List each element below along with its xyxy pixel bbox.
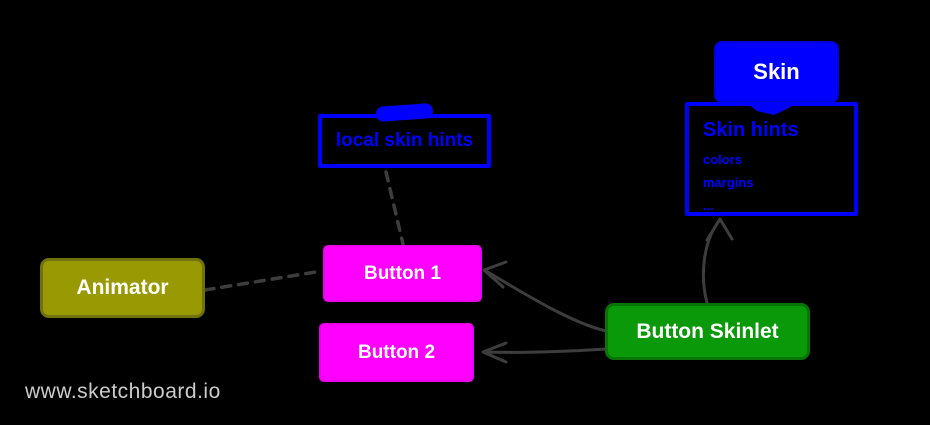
skin-hints-item-colors: colors	[703, 152, 743, 167]
node-button-skinlet-label: Button Skinlet	[636, 319, 779, 343]
edge-localskinhints-button1[interactable]	[384, 170, 405, 246]
node-local-skin-hints-label: local skin hints	[335, 130, 474, 151]
node-button-skinlet[interactable]: Button Skinlet	[605, 303, 810, 360]
node-button-1[interactable]: Button 1	[323, 245, 482, 302]
edge-animator-button1[interactable]	[203, 269, 324, 292]
skin-hints-item-ellipsis: ...	[703, 198, 714, 213]
node-animator[interactable]: Animator	[40, 258, 205, 318]
node-button-2-label: Button 2	[357, 341, 436, 363]
sketchboard-watermark: www.sketchboard.io	[25, 380, 221, 403]
node-local-skin-hints[interactable]: local skin hints	[318, 114, 491, 168]
edge-buttonskinlet-button1[interactable]	[484, 269, 608, 333]
arrowhead-button1-icon	[482, 260, 508, 289]
node-skin-label: Skin	[753, 59, 800, 84]
skin-hints-title: Skin hints	[703, 119, 799, 141]
arrowhead-button2-icon	[481, 341, 508, 364]
node-skin[interactable]: Skin	[714, 41, 839, 103]
arrowhead-skinhints-icon	[705, 217, 734, 242]
edge-buttonskinlet-button2[interactable]	[482, 347, 608, 354]
node-button-1-label: Button 1	[363, 262, 442, 284]
skin-hints-item-margins: margins	[703, 175, 754, 190]
node-animator-label: Animator	[76, 276, 169, 299]
node-button-2[interactable]: Button 2	[319, 323, 474, 382]
node-skin-hints[interactable]: Skin hints colors margins ...	[685, 102, 858, 216]
